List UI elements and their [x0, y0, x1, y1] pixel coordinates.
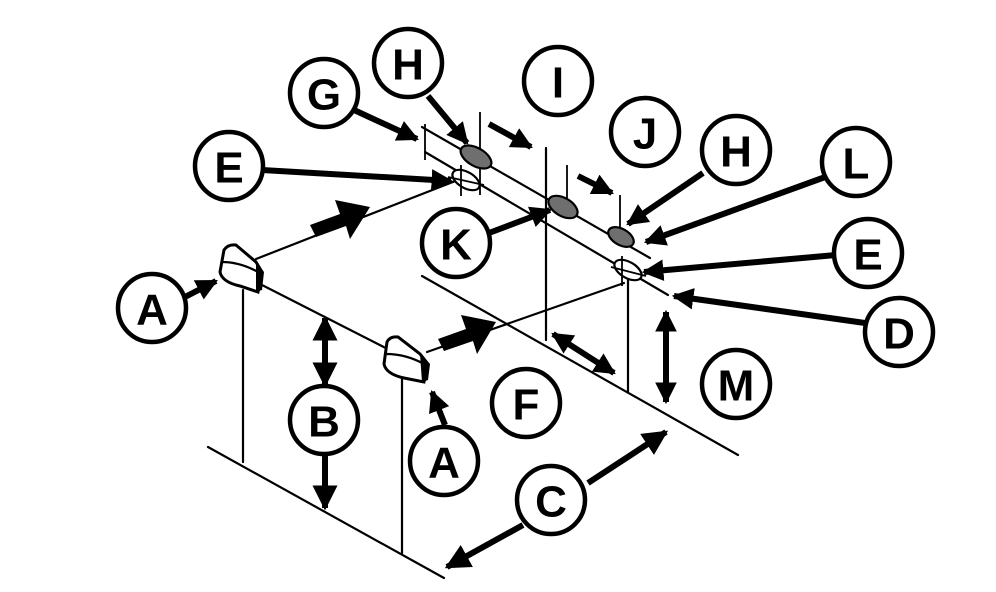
- callout-m: M: [699, 347, 773, 421]
- svg-text:I: I: [552, 59, 564, 108]
- svg-text:C: C: [535, 478, 567, 527]
- callout-b: B: [287, 383, 361, 457]
- dim-c-upper: [586, 429, 669, 486]
- svg-text:E: E: [214, 144, 243, 193]
- svg-text:M: M: [718, 362, 755, 411]
- callout-c: C: [514, 463, 588, 537]
- svg-text:A: A: [428, 439, 460, 488]
- marker-h-right: [607, 226, 635, 248]
- leader-l: [643, 173, 830, 246]
- marker-h-left: [459, 144, 493, 170]
- svg-text:A: A: [136, 286, 168, 335]
- beam-direction-arrows: [310, 200, 496, 354]
- leader-arrows: [181, 94, 866, 427]
- svg-text:E: E: [853, 231, 882, 280]
- beam-arrow-left: [310, 200, 370, 239]
- dim-c-lower: [444, 522, 525, 570]
- dim-f: [551, 331, 616, 376]
- leader-a-right: [429, 389, 450, 427]
- leader-e-left: [261, 167, 454, 191]
- svg-text:H: H: [720, 128, 752, 177]
- dim-j: [576, 173, 614, 196]
- front-ground-line: [206, 445, 446, 580]
- dimension-arrows: [312, 121, 677, 570]
- marker-e-right: [610, 256, 647, 286]
- callout-g: G: [287, 56, 361, 130]
- callout-a-left: A: [115, 271, 189, 345]
- callout-f: F: [489, 366, 563, 440]
- callout-k: K: [419, 206, 493, 280]
- svg-text:F: F: [513, 381, 540, 430]
- callout-i: I: [521, 44, 595, 118]
- leader-g: [352, 107, 419, 142]
- dim-i: [487, 121, 533, 150]
- leader-d: [671, 288, 866, 326]
- svg-text:G: G: [307, 71, 341, 120]
- callout-a-right: A: [407, 424, 481, 498]
- callout-h-left: H: [371, 26, 445, 100]
- rear-ground-line: [420, 274, 740, 457]
- leader-k: [487, 206, 553, 236]
- callout-e-left: E: [192, 129, 266, 203]
- svg-text:J: J: [633, 110, 657, 159]
- svg-text:B: B: [308, 398, 340, 447]
- leader-a-left: [181, 278, 218, 301]
- svg-text:H: H: [392, 41, 424, 90]
- screen-markers: [447, 144, 647, 286]
- leader-e-right: [641, 252, 837, 282]
- svg-text:K: K: [440, 221, 472, 270]
- callout-e-right: E: [831, 216, 905, 290]
- callout-h-right: H: [699, 113, 773, 187]
- marker-k-center: [547, 194, 579, 220]
- leader-h-left: [425, 94, 470, 145]
- beam-arrow-right: [438, 315, 496, 354]
- headlamp-right: [382, 335, 430, 384]
- leader-h-right: [626, 170, 705, 227]
- svg-text:D: D: [883, 310, 915, 359]
- svg-text:L: L: [843, 140, 870, 189]
- callout-j: J: [608, 95, 682, 169]
- marker-e-left: [447, 165, 485, 196]
- headlamp-left: [218, 243, 264, 294]
- callout-l: L: [819, 125, 893, 199]
- callout-d: D: [862, 295, 936, 369]
